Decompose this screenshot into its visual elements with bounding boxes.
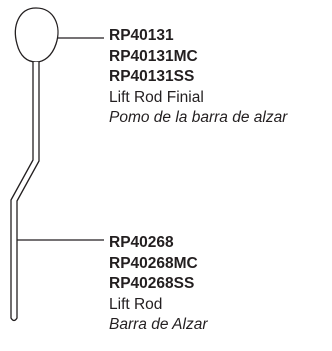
- rod-part-number-3: RP40268SS: [109, 275, 195, 292]
- finial-part-number-3: RP40131SS: [109, 68, 195, 85]
- finial-part-number-1: RP40131: [109, 27, 174, 44]
- rod-part-number-1: RP40268: [109, 234, 174, 251]
- rod-callout: RP40268 RP40268MC RP40268SS Lift Rod Bar…: [109, 233, 208, 336]
- finial-knob-shape: [14, 7, 59, 63]
- finial-name-es: Pomo de la barra de alzar: [109, 109, 288, 126]
- lift-rod-shape: [10, 62, 40, 322]
- rod-part-number-2: RP40268MC: [109, 254, 198, 272]
- rod-name-en: Lift Rod: [109, 295, 163, 313]
- finial-part-number-2: RP40131MC: [109, 47, 198, 65]
- finial-callout: RP40131 RP40131MC RP40131SS Lift Rod Fin…: [109, 26, 287, 129]
- rod-name-es: Barra de Alzar: [109, 316, 208, 333]
- finial-name-en: Lift Rod Finial: [109, 88, 204, 106]
